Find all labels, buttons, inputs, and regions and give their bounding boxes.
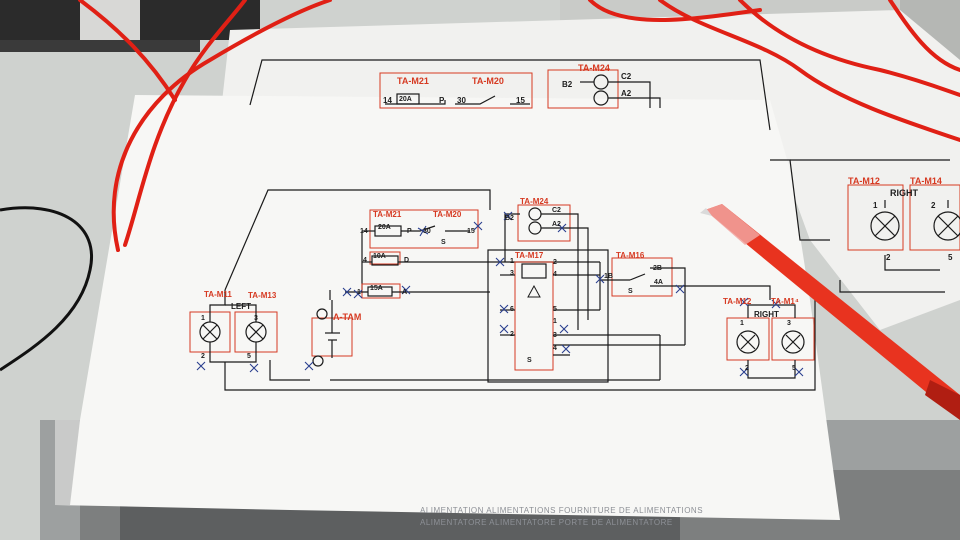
back-term-1: 1: [873, 201, 878, 210]
back-term-5: 5: [948, 253, 953, 262]
front-term-15: 15: [467, 228, 475, 235]
back-m12-label: TA-M12: [848, 176, 880, 186]
back-m24-label: TA-M24: [578, 63, 610, 73]
front-fuse-15: 15A: [370, 285, 383, 292]
back-term-a2: A2: [621, 89, 632, 98]
front-term-1: 1: [357, 289, 361, 296]
red-cables: [78, 0, 960, 252]
back-term-c2: C2: [621, 72, 632, 81]
front-left-label: LEFT: [231, 302, 251, 311]
front-k1: 1: [510, 258, 514, 265]
front-m17-label: TA-M17: [515, 251, 544, 260]
front-m21-label: TA-M21: [373, 210, 402, 219]
front-term-a2: A2: [552, 221, 561, 228]
front-k4: 4: [553, 271, 557, 278]
front-left-1: 1: [201, 315, 205, 322]
front-term-14: 14: [360, 228, 368, 235]
front-fuse-20: 20A: [378, 224, 391, 231]
front-tam-label: A-TAM: [333, 312, 361, 322]
front-term-4: 4: [363, 257, 367, 264]
back-right-label: RIGHT: [890, 188, 919, 198]
back-sheet: [220, 10, 960, 330]
front-term-c2: C2: [552, 207, 561, 214]
front-left-3: 3: [254, 315, 258, 322]
front-term-p: P: [407, 228, 412, 235]
front-k4b: 4: [553, 345, 557, 352]
front-term-b2: B2: [505, 215, 514, 222]
front-right-1: 1: [740, 320, 744, 327]
back-term-30: 30: [457, 96, 466, 105]
casing-label-1: ALIMENTATION ALIMENTATIONS FOURNITURE DE…: [420, 506, 704, 515]
handwritten-marks: [196, 211, 804, 377]
front-fuse-10: 10A: [373, 253, 386, 260]
back-schematic: [249, 59, 960, 293]
front-term-s: S: [441, 239, 446, 246]
front-k5: 5: [553, 306, 557, 313]
front-m16-label: TA-M16: [616, 251, 645, 260]
front-k2: 2: [553, 259, 557, 266]
front-m11-label: TA-M11: [204, 290, 232, 299]
front-k3b: 3: [553, 332, 557, 339]
front-m24-label: TA-M24: [520, 197, 549, 206]
back-m21-label: TA-M21: [397, 76, 429, 86]
front-right-5: 5: [792, 365, 796, 372]
front-left-5: 5: [247, 353, 251, 360]
front-term-1b: 1B: [604, 273, 613, 280]
front-term-30: 30: [423, 228, 431, 235]
back-term-2b: 2: [886, 253, 891, 262]
back-m14-label: TA-M14: [910, 176, 942, 186]
front-schematic: [189, 189, 816, 391]
front-k2b: 2: [510, 331, 514, 338]
back-term-2: 2: [931, 201, 936, 210]
front-right-2: 2: [745, 365, 749, 372]
front-left-2: 2: [201, 353, 205, 360]
back-term-p: P: [439, 96, 445, 105]
front-k1b: 1: [553, 318, 557, 325]
front-term-a: A: [402, 289, 407, 296]
front-m16-s: S: [628, 288, 633, 295]
front-right-3: 3: [787, 320, 791, 327]
back-term-15: 15: [516, 96, 525, 105]
red-pen: [700, 204, 960, 420]
front-sheet: [55, 95, 840, 520]
front-m14-label: TA-M1⁴: [771, 297, 799, 306]
front-term-d: D: [404, 257, 409, 264]
back-fuse-20: 20A: [399, 96, 412, 103]
front-m12-label: TA-M12: [723, 297, 752, 306]
front-right-label: RIGHT: [754, 310, 779, 319]
front-m20-label: TA-M20: [433, 210, 462, 219]
back-term-b2: B2: [562, 80, 573, 89]
front-m13-label: TA-M13: [248, 291, 277, 300]
back-m20-label: TA-M20: [472, 76, 504, 86]
front-term-4a: 4A: [654, 279, 663, 286]
front-k3: 3: [510, 270, 514, 277]
casing-label-2: ALIMENTATORE ALIMENTATORE PORTE DE ALIME…: [420, 518, 673, 527]
front-m17-s: S: [527, 357, 532, 364]
front-k6: 6: [510, 306, 514, 313]
front-term-2b: 2B: [653, 265, 662, 272]
black-cable: [0, 206, 93, 372]
back-term-14: 14: [383, 96, 392, 105]
